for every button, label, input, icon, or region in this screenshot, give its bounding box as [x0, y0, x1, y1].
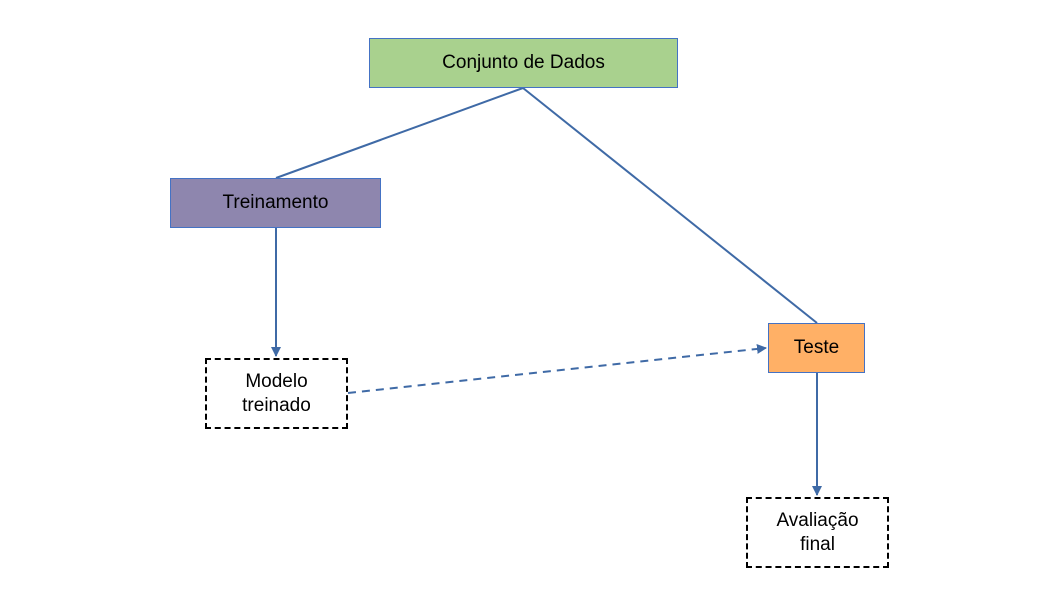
node-final-evaluation-label: Avaliação final [776, 509, 859, 555]
node-dataset: Conjunto de Dados [369, 38, 678, 88]
node-test: Teste [768, 323, 865, 373]
node-trained-model: Modelo treinado [205, 358, 348, 429]
edge-dataset-to-test [522, 87, 818, 324]
node-dataset-label: Conjunto de Dados [442, 52, 605, 73]
edge-model-to-test [347, 343, 767, 394]
edge-dataset-to-training [275, 87, 524, 179]
node-training: Treinamento [170, 178, 381, 228]
node-test-label: Teste [793, 337, 840, 358]
node-final-evaluation: Avaliação final [746, 497, 889, 568]
node-training-label: Treinamento [222, 192, 329, 213]
node-trained-model-label: Modelo treinado [242, 370, 311, 416]
